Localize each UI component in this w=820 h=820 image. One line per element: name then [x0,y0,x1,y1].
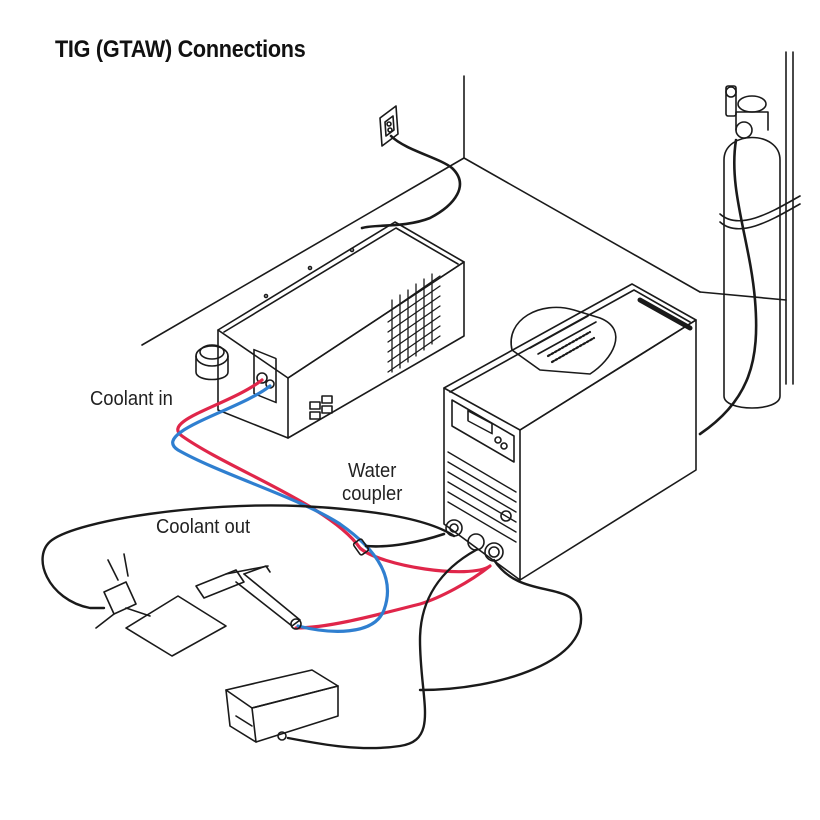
control-cable [418,558,583,692]
foot-control [225,669,339,743]
water-cooler [195,221,465,439]
tig-torch [195,565,302,630]
room-walls [141,51,794,385]
workpiece [125,595,227,657]
foot-control-cable [286,548,478,750]
torch-power-cable [364,532,446,548]
welding-power-source [443,283,697,581]
coolant-in-label: Coolant in [90,388,173,410]
water-coupler-label: Water coupler [342,460,402,506]
work-clamp [95,553,151,629]
cooler-power-cord [360,134,462,230]
water-coupler-label-line2: coupler [342,483,403,505]
work-clamp-cable [41,504,456,610]
water-coupler-label-line1: Water [347,460,397,482]
page-title: TIG (GTAW) Connections [55,36,306,63]
coolant-out-label: Coolant out [156,516,251,538]
wall-outlet [379,105,399,147]
water-coupler [352,538,370,556]
gas-hose [698,138,758,436]
gas-cylinder [719,85,801,409]
coolant-in-hose [176,378,492,630]
coolant-out-hose [171,384,390,633]
